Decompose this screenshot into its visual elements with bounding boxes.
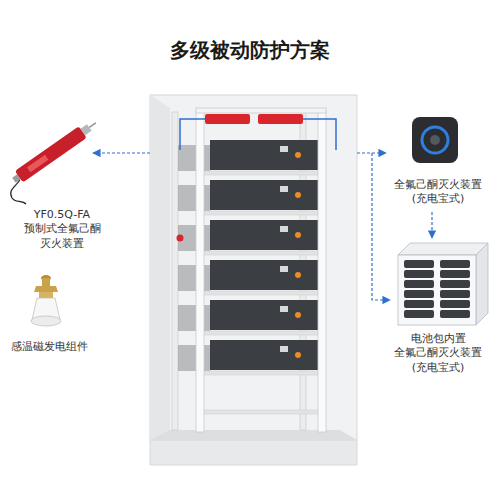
diagram-title: 多级被动防护方案 [170,38,330,62]
part-label: 感温磁发电组件 [4,340,94,354]
part-label: 电池包内置 全氟己酮灭火装置 (充电宝式) [388,332,488,375]
part-label: YF0.5Q-FA 预制式全氟己酮 灭火装置 [17,208,107,251]
part-label: 全氟己酮灭火装置 (充电宝式) [388,178,488,207]
